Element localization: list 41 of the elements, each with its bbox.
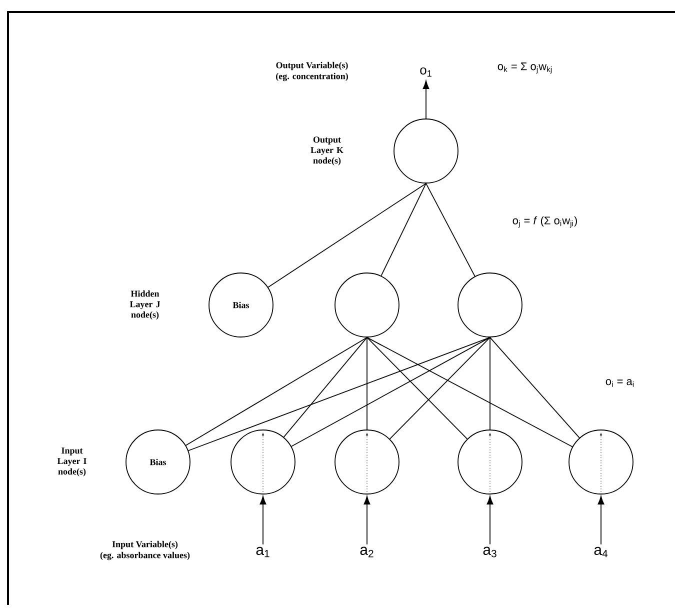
layer-label: Input Variable(s) (112, 540, 178, 550)
bias-node: Bias (208, 272, 274, 338)
connection-line (490, 337, 580, 438)
layer-label: Hidden Layer J node(s) (130, 290, 160, 320)
connection-line (283, 337, 368, 438)
connection-line (268, 183, 426, 288)
input-variable: a$_{3}$ (483, 546, 496, 558)
neuron-node (334, 272, 400, 338)
layer-label: (eg. absorbance values) (100, 552, 190, 560)
input-variable: a$_{4}$ (594, 546, 608, 558)
neuron-node (394, 118, 458, 184)
connection-line (291, 337, 490, 447)
arrow (260, 496, 266, 545)
layer-label: Input Layer I node(s) (57, 448, 86, 476)
neuron-node (568, 430, 634, 494)
connection-line (389, 337, 490, 440)
formula: o$_{k}$ = Σ o$_{j}$w$_{kj}$ (498, 62, 552, 74)
arrow (364, 496, 370, 545)
input-variable: a$_{2}$ (360, 546, 374, 558)
arrow (422, 80, 430, 119)
formula: o$_{i}$ = a$_{i}$ (606, 379, 634, 387)
neuron-node (458, 430, 522, 494)
formula: o$_{j}$ = f (Σ o$_{i}$w$_{ji}$) (512, 216, 577, 228)
neuron-node (230, 430, 296, 494)
connection-line (426, 183, 476, 277)
connection-line (188, 337, 490, 452)
input-variable: a$_{1}$ (256, 546, 270, 558)
arrow (598, 496, 604, 545)
connection-line (366, 337, 368, 430)
layer-label: (eg. concentration) (276, 72, 348, 82)
connection-line (380, 183, 426, 276)
output-variable: o$_{1}$ (420, 67, 432, 77)
layer-label: Output Variable(s) (276, 62, 348, 70)
neuron-node (458, 272, 522, 338)
neuron-node (334, 430, 400, 494)
layer-label: Output Layer K node(s) (310, 136, 344, 166)
connection-line (185, 337, 368, 446)
bias-node: Bias (126, 430, 190, 494)
connection-line (366, 337, 468, 440)
arrow (486, 496, 494, 545)
connection-line (366, 337, 573, 448)
